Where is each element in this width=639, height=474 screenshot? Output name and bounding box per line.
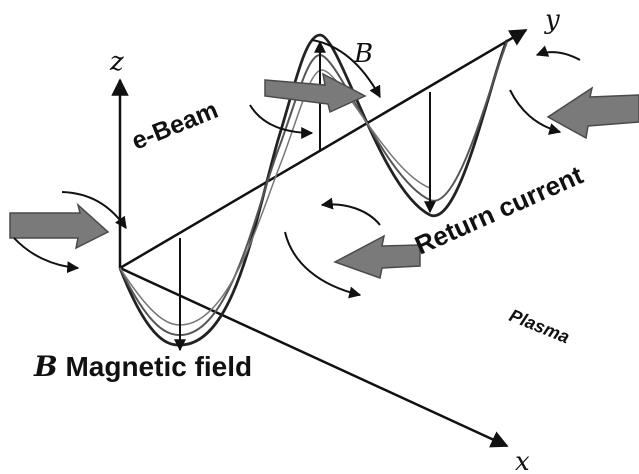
magnetic-field-label: B Magnetic field [33,350,252,383]
y-axis [119,28,528,270]
return-arrow-center [333,234,421,279]
return-arrow-left [9,202,110,250]
curl-arrow-3 [311,39,381,99]
y-axis-label: y [544,5,560,35]
curl-arrow-2 [13,237,80,274]
return-arrow-right [546,86,639,140]
beam-wave-mid [119,69,431,326]
magnetic-field-symbol: B [33,350,58,383]
curl-arrow-6 [509,89,562,135]
curl-arrow-4 [249,104,314,139]
curl-arrow-5 [535,45,581,61]
field-symbol-label: B [353,39,373,69]
curl-arrow-7 [320,197,381,226]
curl-arrow-1 [61,191,127,229]
z-axis-label: z [109,47,124,77]
curl-arrow-8 [284,231,362,299]
plasma-label: Plasma [507,305,573,347]
magnetic-field-text: Magnetic field [58,351,252,382]
ebeam-label: e-Beam [128,96,222,156]
return-arrow-top [264,72,367,114]
return-current-label: Return current [410,159,587,260]
x-axis-label: x [515,447,530,474]
x-axis [119,266,509,448]
